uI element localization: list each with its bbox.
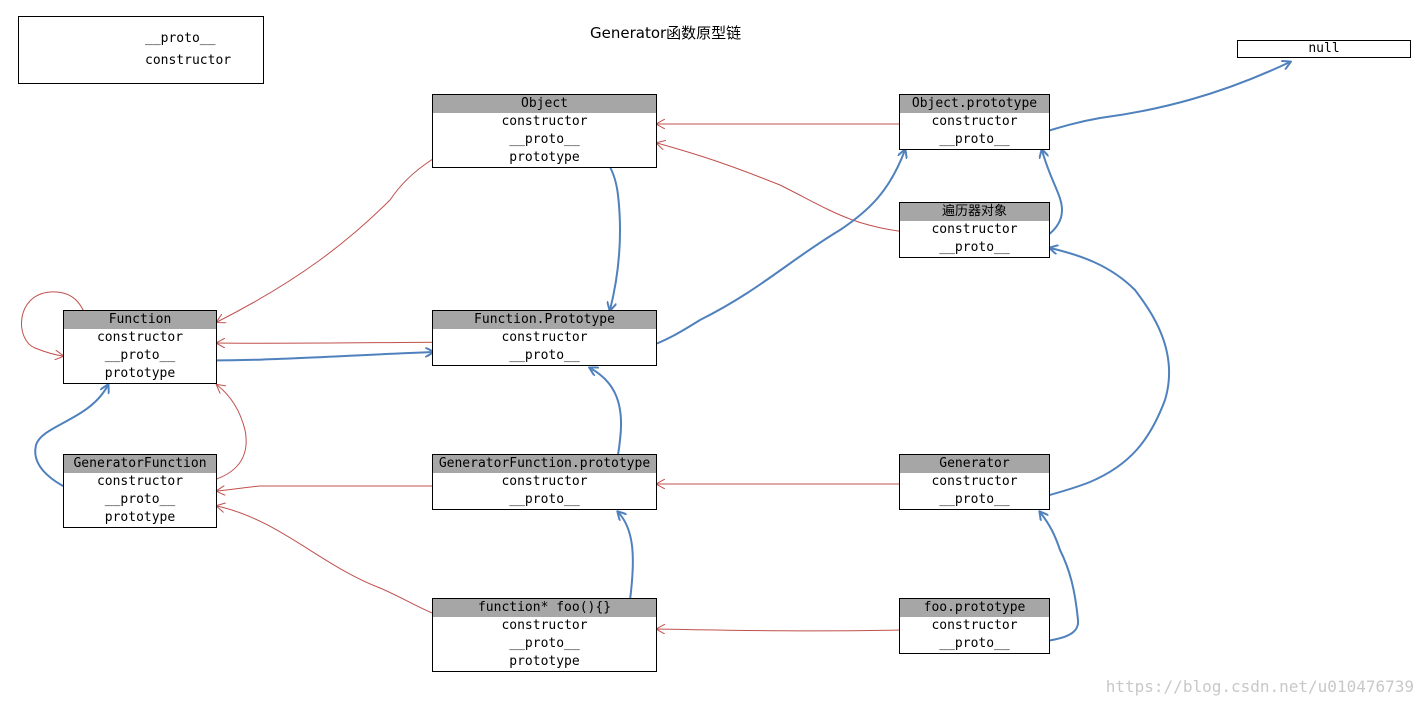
genfunc-proto-constructor-to-genfunc bbox=[217, 486, 505, 491]
box-header: Object bbox=[433, 95, 656, 113]
box-function: Function constructor __proto__ prototype bbox=[63, 310, 217, 384]
function-constructor-self-loop bbox=[21, 291, 96, 356]
row-proto: __proto__ bbox=[939, 492, 1010, 507]
row-prototype: prototype bbox=[509, 150, 580, 165]
legend-constructor-label: constructor bbox=[145, 53, 232, 68]
box-generator-function-prototype: GeneratorFunction.prototype constructor … bbox=[432, 454, 657, 510]
row-proto: __proto__ bbox=[104, 348, 176, 363]
foo-proto-proto-to-generator bbox=[1009, 512, 1080, 647]
row-constructor: constructor bbox=[501, 330, 588, 345]
row-constructor: constructor bbox=[501, 114, 588, 129]
row-proto: __proto__ bbox=[509, 492, 580, 507]
box-header: foo.prototype bbox=[900, 599, 1049, 617]
row-prototype: prototype bbox=[104, 510, 176, 525]
row-proto: __proto__ bbox=[939, 240, 1010, 255]
row-constructor: constructor bbox=[501, 474, 588, 489]
legend: __proto__ constructor bbox=[18, 16, 264, 84]
row-constructor: constructor bbox=[931, 222, 1018, 237]
row-proto: __proto__ bbox=[509, 132, 580, 147]
watermark: https://blog.csdn.net/u010476739 bbox=[1105, 677, 1414, 696]
box-object-prototype: Object.prototype constructor __proto__ bbox=[899, 94, 1050, 150]
iterator-constructor-to-object bbox=[657, 143, 906, 233]
box-header: GeneratorFunction bbox=[64, 455, 216, 473]
row-constructor: constructor bbox=[96, 330, 184, 345]
box-header: Function.Prototype bbox=[433, 311, 656, 329]
box-function-prototype: Function.Prototype constructor __proto__ bbox=[432, 310, 657, 366]
row-proto: __proto__ bbox=[509, 348, 580, 363]
object-proto-proto-to-null bbox=[1007, 62, 1290, 143]
box-iterator-object: 遍历器对象 constructor __proto__ bbox=[899, 202, 1050, 258]
box-header: function* foo(){} bbox=[433, 599, 656, 617]
row-constructor: constructor bbox=[931, 474, 1018, 489]
row-constructor: constructor bbox=[501, 618, 588, 633]
row-constructor: constructor bbox=[931, 114, 1018, 129]
diagram-title: Generator函数原型链 bbox=[590, 24, 742, 42]
box-header: Generator bbox=[900, 455, 1049, 473]
object-proto-to-function-proto bbox=[579, 143, 621, 310]
row-constructor: constructor bbox=[931, 618, 1018, 633]
row-proto: __proto__ bbox=[509, 636, 580, 651]
row-proto: __proto__ bbox=[939, 132, 1010, 147]
box-generator-function: GeneratorFunction constructor __proto__ … bbox=[63, 454, 217, 528]
box-header: Object.prototype bbox=[900, 95, 1049, 113]
box-object: Object constructor __proto__ prototype bbox=[432, 94, 657, 168]
foo-proto-constructor-to-foo bbox=[657, 629, 906, 631]
legend-proto-label: __proto__ bbox=[145, 31, 216, 46]
null-box: null bbox=[1237, 40, 1411, 58]
box-foo-function: function* foo(){} constructor __proto__ … bbox=[432, 598, 657, 672]
generator-proto-to-iterator bbox=[1007, 248, 1171, 507]
row-constructor: constructor bbox=[96, 474, 184, 489]
genfunc-constructor-to-function bbox=[194, 385, 247, 485]
box-generator: Generator constructor __proto__ bbox=[899, 454, 1050, 510]
row-prototype: prototype bbox=[509, 654, 580, 669]
box-header: GeneratorFunction.prototype bbox=[433, 455, 656, 473]
row-proto: __proto__ bbox=[939, 636, 1010, 651]
row-prototype: prototype bbox=[104, 366, 176, 381]
box-header: Function bbox=[64, 311, 216, 329]
row-proto: __proto__ bbox=[104, 492, 176, 507]
box-foo-prototype: foo.prototype constructor __proto__ bbox=[899, 598, 1050, 654]
box-header: 遍历器对象 bbox=[900, 203, 1049, 221]
